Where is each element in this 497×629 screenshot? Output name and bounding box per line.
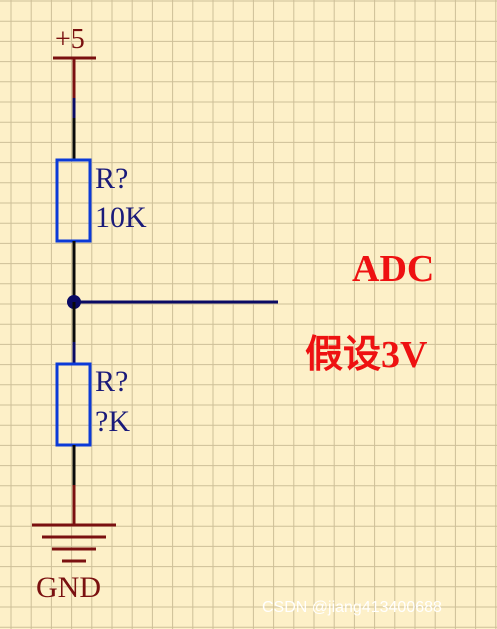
r1-value: 10K	[95, 201, 147, 234]
r2-value: ?K	[95, 405, 130, 438]
ground-label: GND	[36, 571, 101, 604]
ground-symbol	[32, 523, 116, 563]
r2-designator: R?	[95, 365, 129, 398]
power-symbol	[53, 56, 96, 98]
adc-label: ADC	[352, 248, 435, 290]
watermark: CSDN @jiang413400688	[262, 599, 442, 616]
adc-assumption: 假设3V	[305, 334, 428, 376]
power-label: +5	[55, 24, 85, 55]
r1-designator: R?	[95, 162, 129, 195]
resistor-r1	[55, 158, 92, 243]
